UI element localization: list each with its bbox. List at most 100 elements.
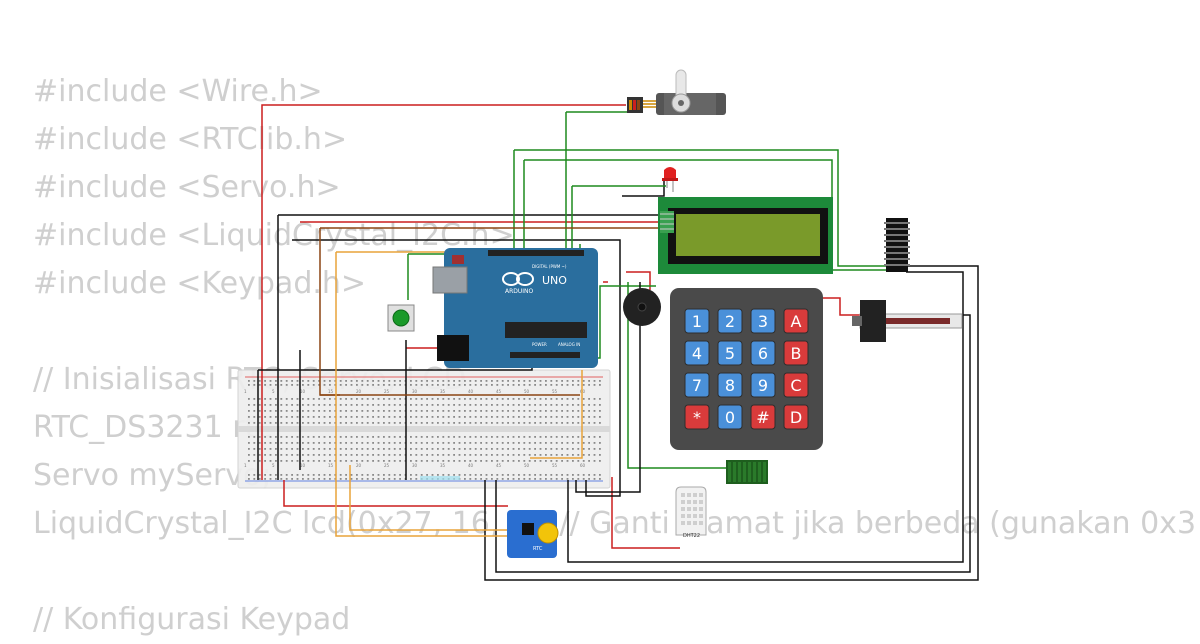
breadboard-hole xyxy=(593,454,596,456)
breadboard-hole xyxy=(302,398,304,400)
breadboard-column-number: 50 xyxy=(524,463,530,468)
breadboard-hole xyxy=(345,460,347,462)
breadboard-hole xyxy=(399,474,401,476)
breadboard-hole xyxy=(539,436,542,438)
breadboard-hole xyxy=(296,448,299,450)
breadboard-hole xyxy=(561,442,563,444)
keypad-key: 4 xyxy=(684,340,710,366)
breadboard-hole xyxy=(518,380,520,382)
breadboard-hole xyxy=(248,448,250,450)
slide-potentiometer xyxy=(852,300,963,342)
breadboard-hole xyxy=(534,460,536,462)
breadboard-hole xyxy=(447,398,450,400)
breadboard-hole xyxy=(296,404,299,406)
breadboard-hole xyxy=(248,410,250,412)
breadboard-hole xyxy=(437,454,439,456)
dht-vent xyxy=(681,500,685,504)
breadboard-hole xyxy=(528,474,531,476)
breadboard-hole xyxy=(507,398,509,400)
breadboard-hole xyxy=(383,436,385,438)
breadboard-hole xyxy=(383,422,385,424)
breadboard-hole xyxy=(507,422,509,424)
breadboard-hole xyxy=(302,422,304,424)
breadboard-hole xyxy=(399,416,401,418)
dht-vent xyxy=(681,507,685,511)
breadboard-hole xyxy=(588,384,590,386)
keypad-key: 3 xyxy=(750,308,776,334)
breadboard-hole xyxy=(561,448,563,450)
breadboard-hole xyxy=(356,454,358,456)
dht-vent xyxy=(699,500,703,504)
breadboard-hole xyxy=(307,422,310,424)
breadboard-hole xyxy=(323,422,326,424)
keypad-pin xyxy=(743,462,746,482)
breadboard-column-number: 40 xyxy=(468,463,474,468)
breadboard-hole xyxy=(523,384,526,386)
breadboard-hole xyxy=(491,454,493,456)
breadboard-hole xyxy=(501,436,504,438)
breadboard-hole xyxy=(485,478,488,480)
dht-vent xyxy=(693,493,697,497)
breadboard-hole xyxy=(431,416,434,418)
breadboard-hole xyxy=(518,474,520,476)
breadboard-hole xyxy=(388,410,391,412)
breadboard-hole xyxy=(377,436,380,438)
header-pin xyxy=(884,222,910,224)
breadboard-hole xyxy=(523,404,526,406)
breadboard-hole xyxy=(550,448,553,450)
breadboard-hole xyxy=(485,384,488,386)
breadboard-hole xyxy=(566,436,569,438)
breadboard-hole xyxy=(415,398,418,400)
breadboard-hole xyxy=(464,384,466,386)
breadboard-hole xyxy=(399,454,401,456)
breadboard-hole xyxy=(593,478,596,480)
breadboard-hole xyxy=(539,478,542,480)
breadboard-hole xyxy=(388,380,391,382)
breadboard-hole xyxy=(539,380,542,382)
keypad-pin xyxy=(733,462,736,482)
breadboard-hole xyxy=(437,410,439,412)
breadboard-hole xyxy=(345,398,347,400)
breadboard-hole xyxy=(415,410,418,412)
breadboard-hole xyxy=(264,416,266,418)
breadboard-hole xyxy=(523,416,526,418)
breadboard-hole xyxy=(572,442,574,444)
breadboard-hole xyxy=(248,380,250,382)
breadboard-hole xyxy=(577,442,580,444)
breadboard-hole xyxy=(588,448,590,450)
breadboard-hole xyxy=(588,436,590,438)
keypad-key: 8 xyxy=(717,372,743,398)
breadboard-hole xyxy=(572,478,574,480)
breadboard-hole xyxy=(442,416,445,418)
breadboard-hole xyxy=(248,442,250,444)
breadboard-column-number: 30 xyxy=(412,463,418,468)
breadboard-column-number: 60 xyxy=(580,463,586,468)
breadboard-hole xyxy=(399,398,401,400)
breadboard-hole xyxy=(356,410,358,412)
breadboard-hole xyxy=(593,416,596,418)
breadboard-hole xyxy=(534,384,536,386)
keypad-key-label: 8 xyxy=(725,376,735,395)
breadboard-hole xyxy=(528,422,531,424)
breadboard-hole xyxy=(474,384,477,386)
breadboard-hole xyxy=(480,436,482,438)
breadboard-hole xyxy=(523,478,526,480)
breadboard-hole xyxy=(269,436,272,438)
breadboard-hole xyxy=(442,448,445,450)
breadboard-hole xyxy=(356,460,358,462)
breadboard-hole xyxy=(582,448,585,450)
breadboard-hole xyxy=(372,410,374,412)
breadboard-hole xyxy=(469,460,472,462)
breadboard-hole xyxy=(291,460,293,462)
breadboard-hole xyxy=(420,422,423,424)
breadboard-hole xyxy=(318,416,320,418)
breadboard-hole xyxy=(442,410,445,412)
breadboard-hole xyxy=(388,384,391,386)
breadboard-hole xyxy=(545,404,547,406)
breadboard-hole xyxy=(501,448,504,450)
breadboard-hole xyxy=(496,448,499,450)
breadboard-hole xyxy=(469,478,472,480)
breadboard-hole xyxy=(323,404,326,406)
arduino-analog-label: ANALOG IN xyxy=(558,342,580,347)
breadboard-hole xyxy=(345,380,347,382)
